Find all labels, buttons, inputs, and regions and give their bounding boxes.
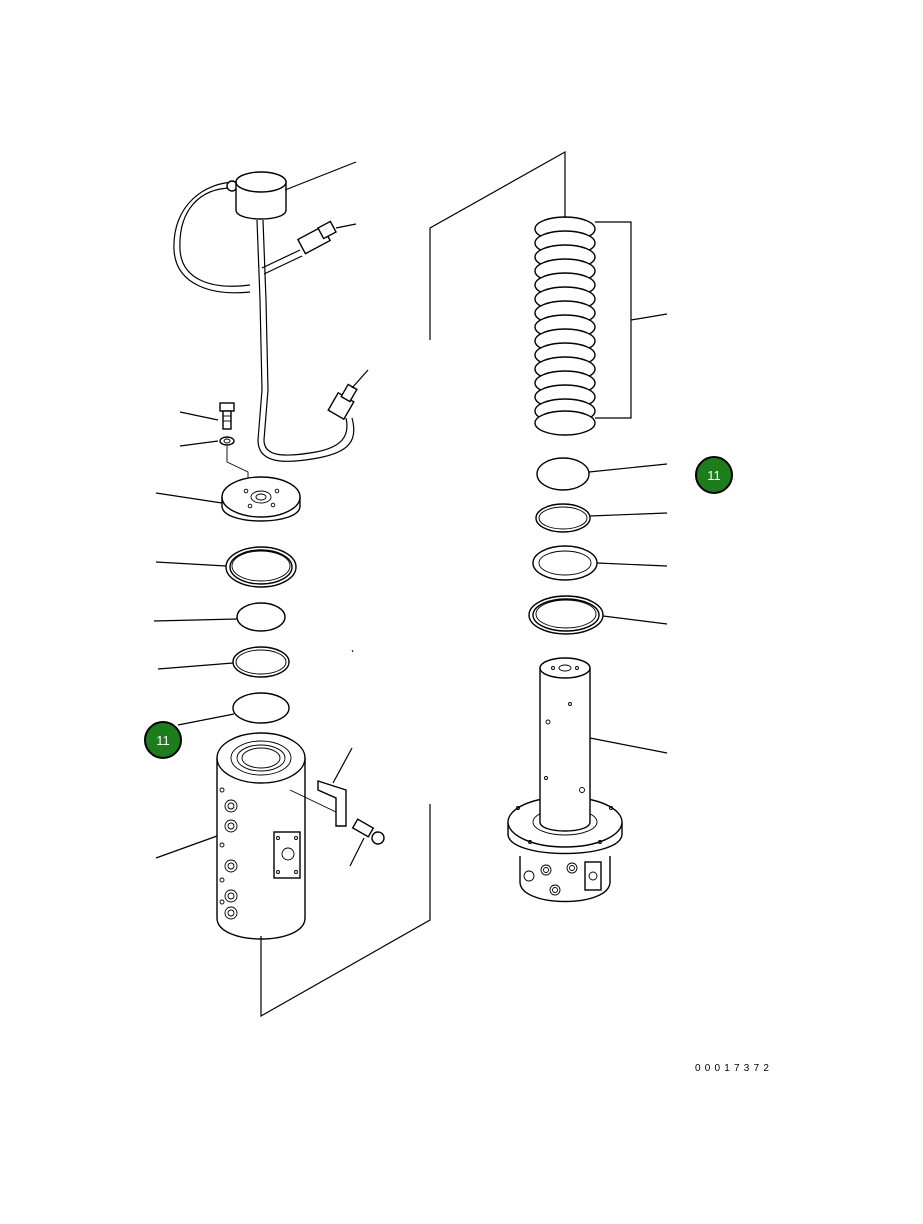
assembly-grouping-lines bbox=[260, 150, 566, 1018]
dust-seal-part bbox=[532, 545, 668, 581]
sensor-plug-part bbox=[327, 369, 369, 421]
cable-part bbox=[256, 219, 355, 462]
backup-ring-part bbox=[535, 503, 668, 533]
connector-part bbox=[296, 220, 357, 255]
o-ring-part bbox=[536, 457, 668, 491]
reference-callout-badge[interactable]: 11 bbox=[144, 721, 182, 759]
swivel-shaft-part bbox=[507, 657, 668, 903]
sensor-cap-part bbox=[173, 161, 357, 294]
seal-ring-large-part bbox=[155, 546, 297, 588]
reference-callout-badge[interactable]: 11 bbox=[695, 456, 733, 494]
backup-ring-part bbox=[157, 646, 290, 678]
seal-ring-large-part bbox=[528, 595, 668, 635]
bracket-part bbox=[289, 747, 353, 827]
rotor-housing-part bbox=[155, 732, 306, 940]
seal-stack-part bbox=[534, 216, 668, 436]
elbow-bolt-part bbox=[349, 818, 385, 867]
bolt-part bbox=[179, 402, 235, 430]
o-ring-part bbox=[177, 692, 290, 726]
drawing-number: 00017372 bbox=[695, 1063, 774, 1074]
o-ring-part bbox=[153, 602, 286, 632]
cover-plate-part bbox=[155, 476, 301, 522]
